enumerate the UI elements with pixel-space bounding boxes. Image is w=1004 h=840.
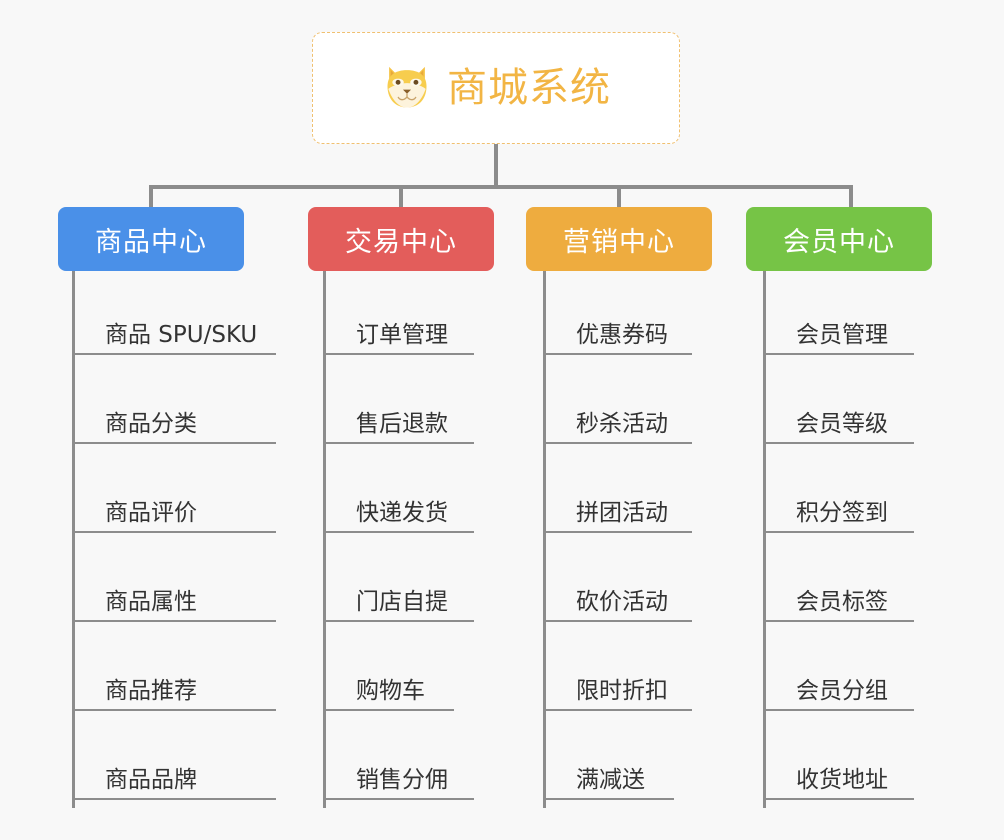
branch-column-4: 会员中心 xyxy=(746,207,946,271)
leaf-node[interactable]: 订单管理 xyxy=(324,266,474,355)
branch-spine-1 xyxy=(72,271,75,808)
leaf-node[interactable]: 快递发货 xyxy=(324,444,474,533)
leaf-label: 门店自提 xyxy=(356,588,448,615)
leaf-label: 秒杀活动 xyxy=(576,410,668,437)
leaf-node[interactable]: 会员等级 xyxy=(764,355,914,444)
category-node-product[interactable]: 商品中心 xyxy=(58,207,244,271)
leaf-label: 售后退款 xyxy=(356,410,448,437)
leaf-label: 商品分类 xyxy=(105,410,197,437)
branch-column-2: 交易中心 xyxy=(308,207,508,271)
leaf-label: 商品属性 xyxy=(105,588,197,615)
leaf-node[interactable]: 会员管理 xyxy=(764,266,914,355)
leaf-node[interactable]: 商品 SPU/SKU xyxy=(73,266,276,355)
leaf-node[interactable]: 商品评价 xyxy=(73,444,276,533)
leaf-label: 满减送 xyxy=(576,766,645,793)
leaf-label: 购物车 xyxy=(356,677,425,704)
branch-column-1: 商品中心 xyxy=(58,207,298,271)
leaf-node[interactable]: 砍价活动 xyxy=(544,533,692,622)
leaf-node[interactable]: 售后退款 xyxy=(324,355,474,444)
leaf-label: 会员等级 xyxy=(796,410,888,437)
shiba-inu-face-icon xyxy=(387,66,427,108)
leaf-label: 收货地址 xyxy=(796,766,888,793)
branch-spine-3 xyxy=(543,271,546,808)
branch-spine-2 xyxy=(323,271,326,808)
leaf-label: 商品 SPU/SKU xyxy=(105,321,258,348)
leaf-node[interactable]: 满减送 xyxy=(544,711,674,800)
connector-drop-1 xyxy=(149,185,153,207)
connector-drop-3 xyxy=(617,185,621,207)
connector-drop-2 xyxy=(399,185,403,207)
leaf-node[interactable]: 商品品牌 xyxy=(73,711,276,800)
category-label: 会员中心 xyxy=(783,226,895,258)
leaf-node[interactable]: 销售分佣 xyxy=(324,711,474,800)
leaf-node[interactable]: 购物车 xyxy=(324,622,454,711)
root-title: 商城系统 xyxy=(447,65,611,111)
leaf-label: 砍价活动 xyxy=(576,588,668,615)
category-label: 营销中心 xyxy=(563,226,675,258)
leaf-node[interactable]: 收货地址 xyxy=(764,711,914,800)
leaf-label: 会员标签 xyxy=(796,588,888,615)
leaf-node[interactable]: 会员分组 xyxy=(764,622,914,711)
leaf-node[interactable]: 限时折扣 xyxy=(544,622,692,711)
category-node-trade[interactable]: 交易中心 xyxy=(308,207,494,271)
leaf-node[interactable]: 门店自提 xyxy=(324,533,474,622)
connector-horizontal-bus xyxy=(149,185,851,189)
category-node-member[interactable]: 会员中心 xyxy=(746,207,932,271)
branch-column-3: 营销中心 xyxy=(526,207,726,271)
leaf-node[interactable]: 会员标签 xyxy=(764,533,914,622)
leaf-node[interactable]: 商品属性 xyxy=(73,533,276,622)
leaf-label: 优惠券码 xyxy=(576,321,668,348)
leaf-label: 商品品牌 xyxy=(105,766,197,793)
leaf-label: 会员管理 xyxy=(796,321,888,348)
connector-drop-4 xyxy=(849,185,853,207)
leaf-label: 商品推荐 xyxy=(105,677,197,704)
leaf-label: 拼团活动 xyxy=(576,499,668,526)
leaf-node[interactable]: 商品推荐 xyxy=(73,622,276,711)
category-label: 交易中心 xyxy=(345,226,457,258)
leaf-label: 销售分佣 xyxy=(356,766,448,793)
leaf-label: 限时折扣 xyxy=(576,677,668,704)
leaf-node[interactable]: 积分签到 xyxy=(764,444,914,533)
category-node-marketing[interactable]: 营销中心 xyxy=(526,207,712,271)
leaf-label: 积分签到 xyxy=(796,499,888,526)
leaf-label: 订单管理 xyxy=(356,321,448,348)
branch-spine-4 xyxy=(763,271,766,808)
connector-root-stem xyxy=(494,144,498,187)
leaf-label: 商品评价 xyxy=(105,499,197,526)
root-node[interactable]: 商城系统 xyxy=(312,32,680,144)
leaf-node[interactable]: 优惠券码 xyxy=(544,266,692,355)
leaf-label: 快递发货 xyxy=(356,499,448,526)
leaf-node[interactable]: 拼团活动 xyxy=(544,444,692,533)
category-label: 商品中心 xyxy=(95,226,207,258)
leaf-node[interactable]: 商品分类 xyxy=(73,355,276,444)
leaf-node[interactable]: 秒杀活动 xyxy=(544,355,692,444)
leaf-label: 会员分组 xyxy=(796,677,888,704)
